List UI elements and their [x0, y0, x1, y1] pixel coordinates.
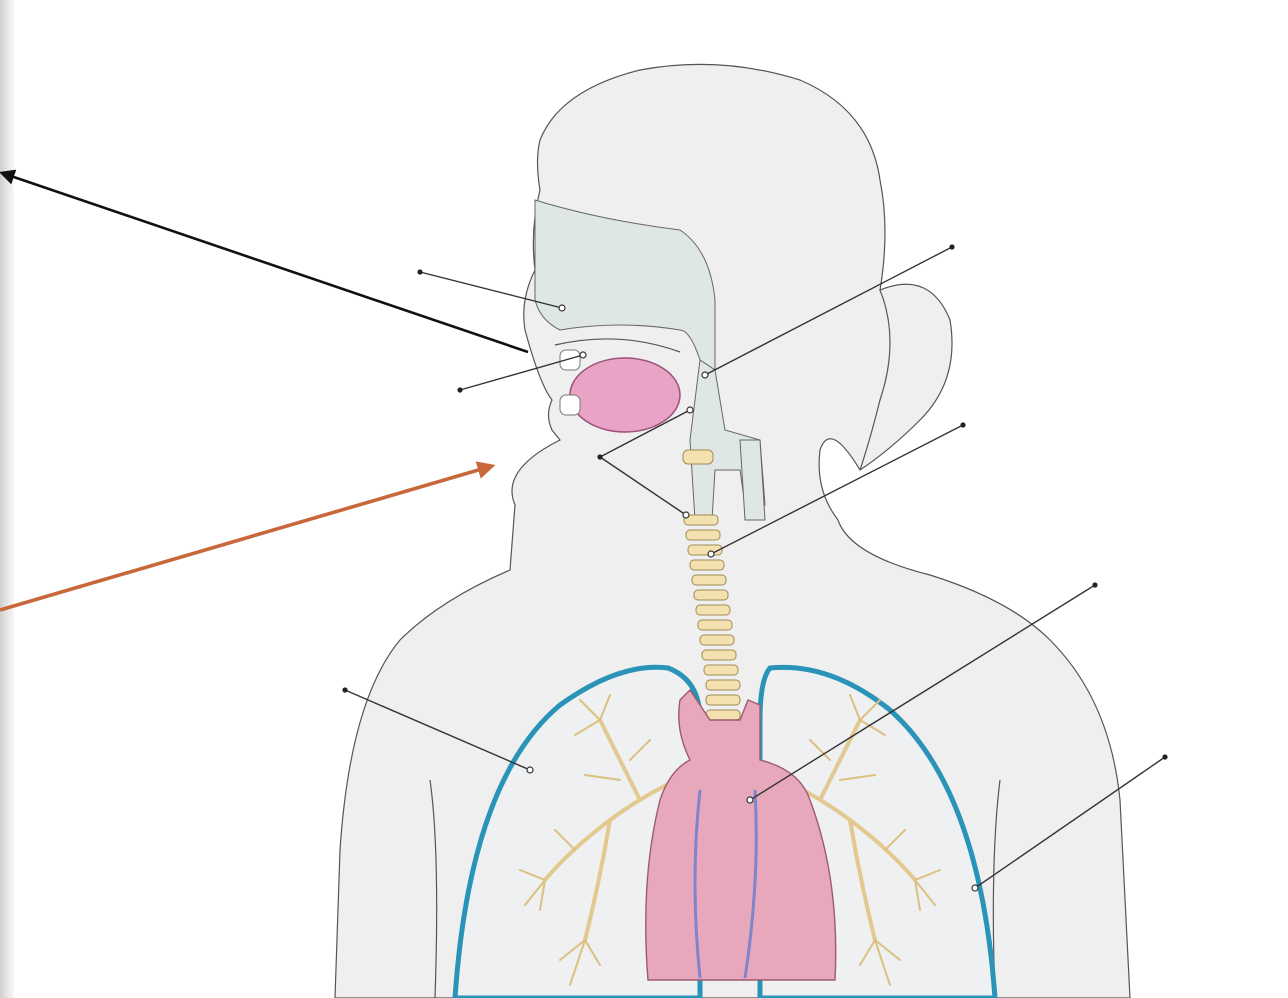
black-annotation-arrow — [2, 173, 528, 352]
esophagus — [740, 440, 765, 520]
orange-annotation-arrow — [0, 466, 492, 610]
lower-teeth — [560, 395, 580, 415]
tongue — [570, 358, 680, 432]
